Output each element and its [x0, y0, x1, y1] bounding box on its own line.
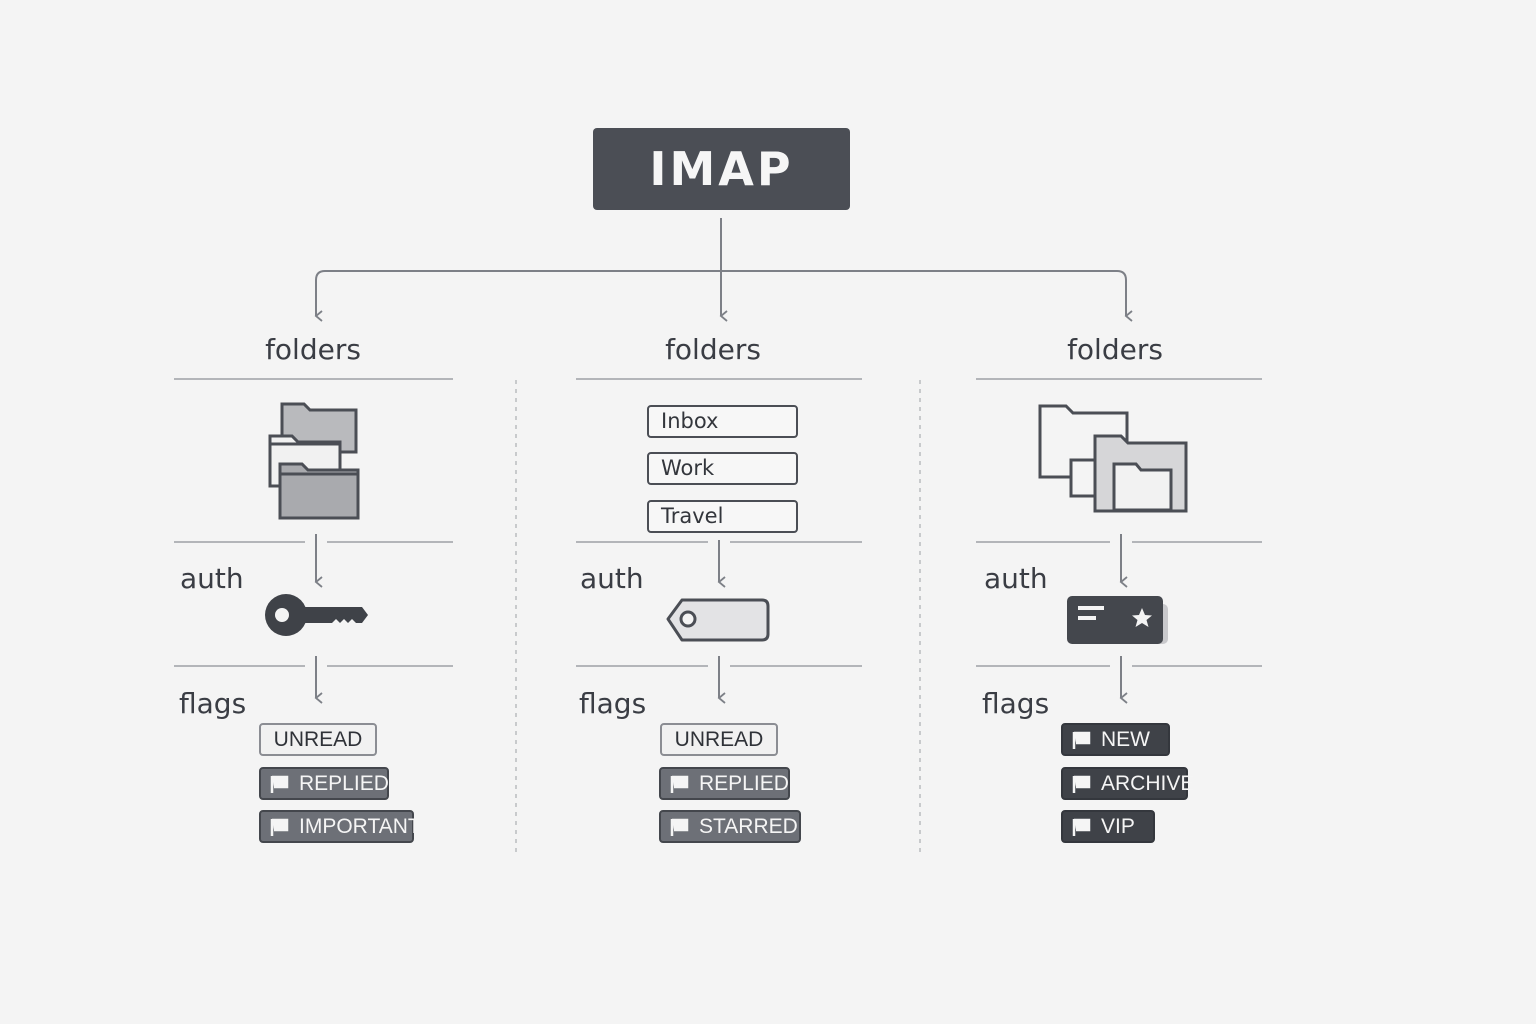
flag-tag-replied: REPLIED: [259, 767, 389, 800]
flag-tag-important: IMPORTANT: [259, 810, 421, 843]
root-label: IMAP: [649, 142, 794, 196]
flag-tag-starred: STARRED: [659, 810, 801, 843]
auth-label: auth: [984, 562, 1048, 595]
flag-icon: [1072, 818, 1091, 836]
flag-icon: [270, 775, 289, 793]
flag-tag-archive: ARCHIVE: [1061, 767, 1194, 800]
flag-icon: [670, 818, 689, 836]
key-icon: [265, 594, 368, 636]
column-2-title: folders: [665, 333, 761, 366]
key-tag-icon: [666, 598, 770, 642]
flags-label: flags: [179, 687, 247, 720]
flag-icon: [670, 775, 689, 793]
flags-label: flags: [982, 687, 1050, 720]
column-3-title: folders: [1067, 333, 1163, 366]
flags-label: flags: [579, 687, 647, 720]
folder-stack-icon: [268, 402, 360, 520]
star-card-icon: [1067, 596, 1168, 644]
folder-item-inbox: Inbox: [647, 405, 798, 438]
folder-item-travel: Travel: [647, 500, 798, 533]
flag-tag-unread: UNREAD: [259, 723, 377, 756]
flag-tag-replied: REPLIED: [659, 767, 790, 800]
branch-line: [315, 270, 1127, 316]
flag-icon: [1072, 775, 1091, 793]
flag-tag-new: NEW: [1061, 723, 1170, 756]
imap-root-node: IMAP: [593, 128, 850, 210]
flag-icon: [1072, 731, 1091, 749]
column-1-title: folders: [265, 333, 361, 366]
auth-label: auth: [580, 562, 644, 595]
flag-icon: [270, 818, 289, 836]
auth-label: auth: [180, 562, 244, 595]
folder-item-work: Work: [647, 452, 798, 485]
flag-tag-vip: VIP: [1061, 810, 1155, 843]
nested-folders-icon: [1038, 404, 1188, 513]
flag-tag-unread: UNREAD: [660, 723, 778, 756]
